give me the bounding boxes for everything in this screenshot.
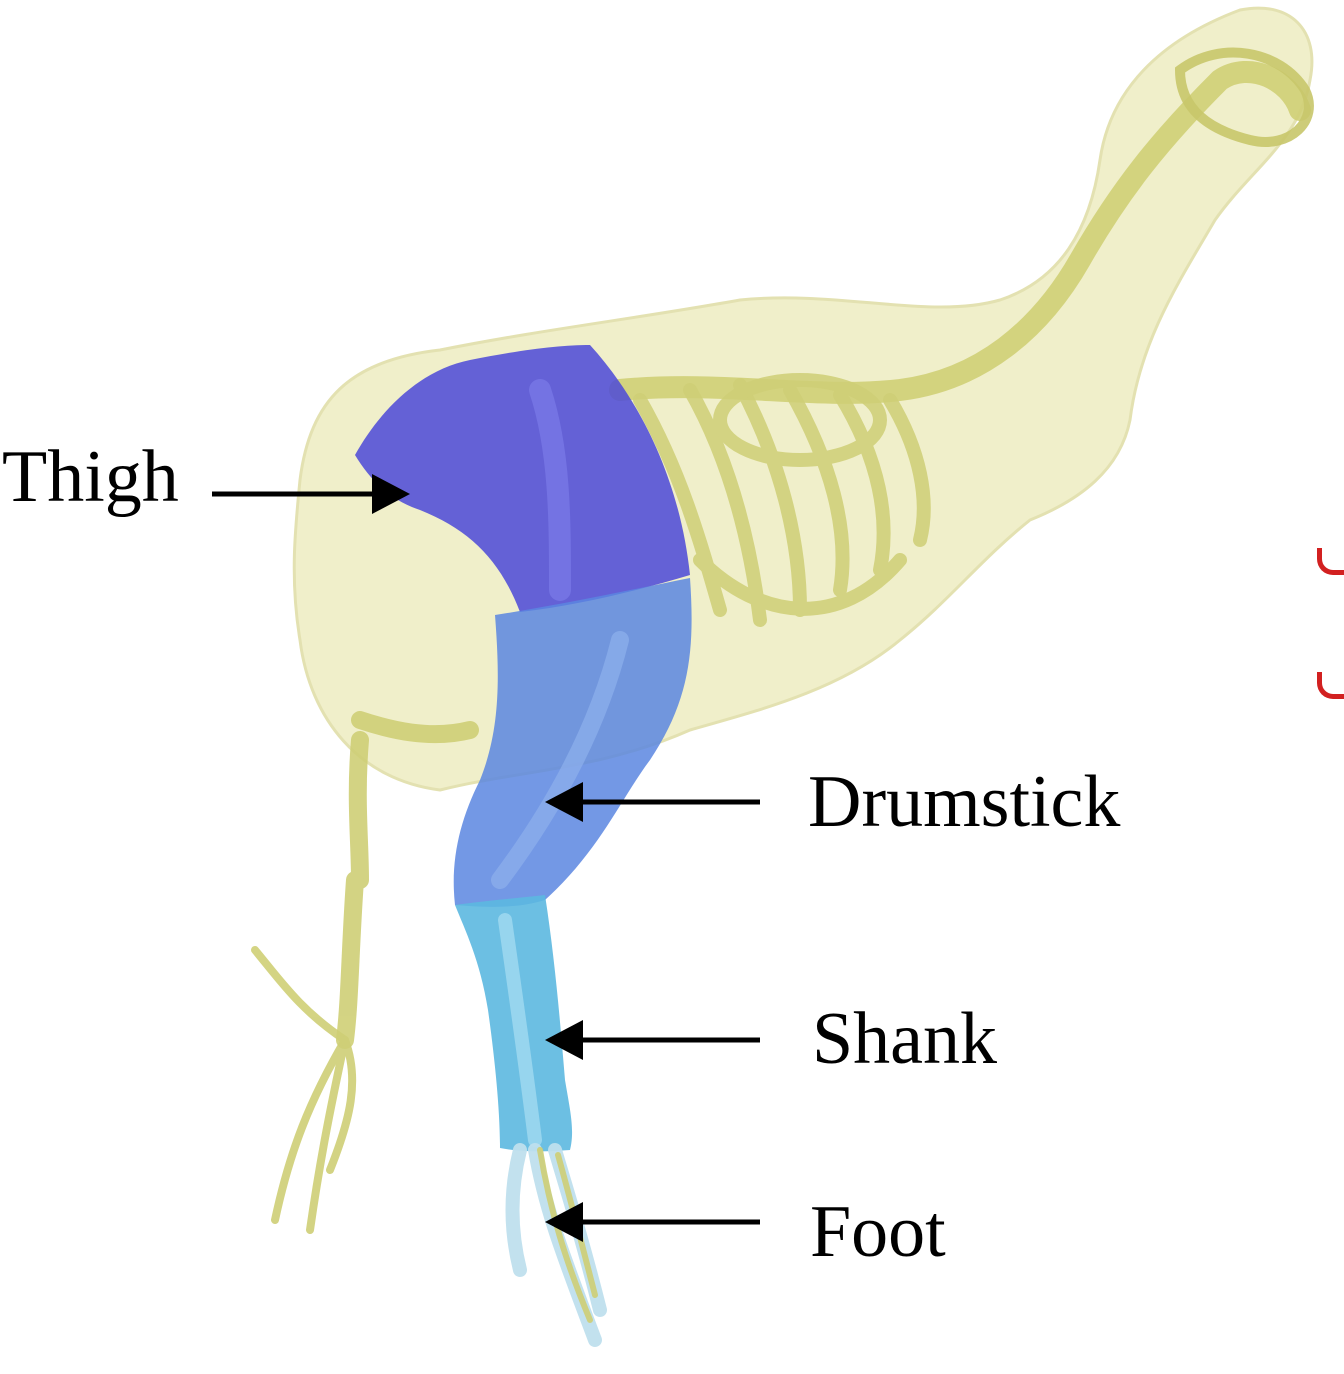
shank-arrow bbox=[545, 1020, 760, 1060]
thigh-label: Thigh bbox=[2, 440, 179, 514]
drumstick-label: Drumstick bbox=[808, 765, 1120, 839]
drumstick-arrow bbox=[545, 782, 760, 822]
far-leg-toes bbox=[255, 950, 352, 1230]
foot-arrow bbox=[545, 1202, 760, 1242]
shank-label: Shank bbox=[812, 1002, 997, 1076]
foot-label: Foot bbox=[810, 1195, 946, 1269]
